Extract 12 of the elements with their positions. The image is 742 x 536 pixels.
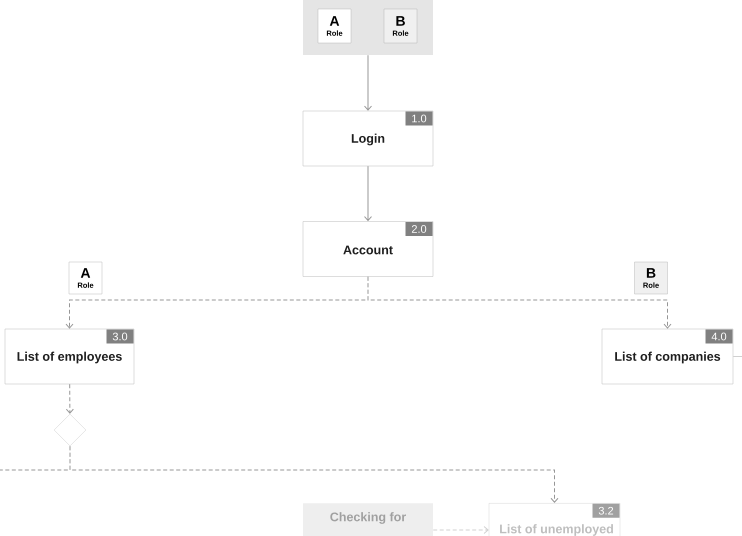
arrow	[364, 54, 372, 111]
arrow	[364, 166, 372, 222]
number-badge: 1.0	[406, 112, 432, 126]
number-badge: 3.2	[592, 504, 620, 518]
number-badge: 4.0	[706, 330, 732, 344]
arrow	[66, 384, 74, 414]
number-badge: 2.0	[406, 222, 432, 236]
process-box: Checking for	[303, 503, 433, 536]
number-badge: 3.0	[106, 330, 134, 344]
arrow	[432, 526, 489, 534]
arrow	[368, 276, 672, 329]
decision-diamond	[54, 414, 86, 446]
